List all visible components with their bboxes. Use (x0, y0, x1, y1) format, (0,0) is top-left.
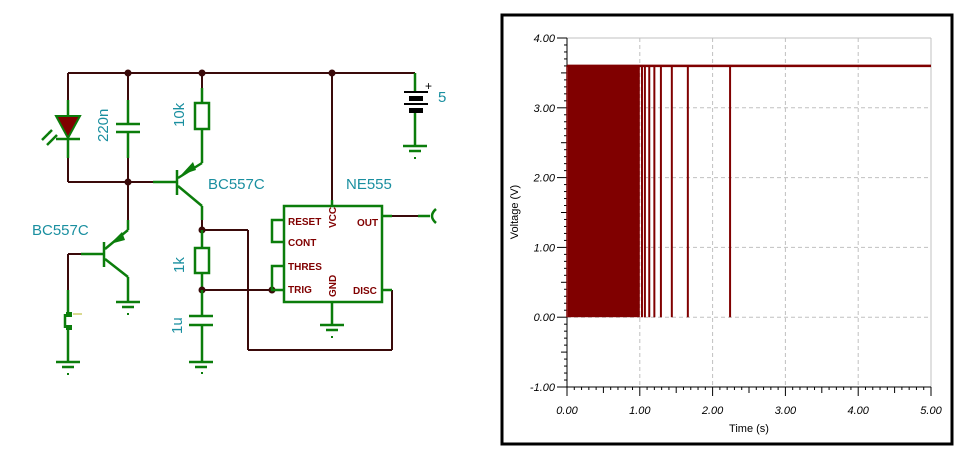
x-tick-label: 3.00 (775, 405, 797, 417)
x-tick-label: 4.00 (847, 405, 869, 417)
y-tick-label: 0.00 (534, 312, 556, 324)
pin-trig: TRIG (288, 285, 312, 296)
x-axis-label: Time (s) (729, 423, 769, 435)
x-tick-label: 5.00 (920, 405, 942, 417)
capacitor-1u-label: 1u (169, 317, 186, 334)
junction-dot (124, 178, 132, 186)
output-connector-icon[interactable] (430, 208, 437, 224)
transistor-upper-bc557c[interactable]: BC557C (153, 158, 265, 220)
junction-dot (198, 69, 206, 77)
waveform-dense-oscillation (567, 65, 640, 318)
resistor-1k[interactable]: 1k (171, 230, 211, 290)
x-tick-label: 2.00 (701, 405, 724, 417)
ne555-label: NE555 (346, 176, 392, 193)
ground-icon (189, 360, 213, 374)
top-rail-wire (67, 69, 415, 200)
junction-dot (124, 69, 132, 77)
push-button-switch[interactable] (63, 290, 82, 362)
capacitor-1u[interactable]: 1u (169, 290, 213, 362)
ground-icon (403, 144, 427, 159)
x-tick-label: 1.00 (629, 405, 651, 417)
y-tick-label: 2.00 (533, 173, 556, 185)
y-tick-label: 4.00 (534, 33, 556, 45)
junction-dot (328, 69, 336, 77)
photodiode[interactable] (41, 100, 82, 158)
ne555-timer-ic[interactable]: NE555 RESET CONT THRES TRIG OUT DISC VCC… (270, 176, 392, 325)
battery-label: 5 (438, 89, 446, 106)
pin-thres: THRES (288, 262, 322, 273)
circuit-schematic: 220n 10k BC557C 1k 1u (32, 69, 446, 375)
y-tick-label: -1.00 (530, 382, 556, 394)
y-axis-label: Voltage (V) (509, 185, 521, 239)
pin-gnd: GND (328, 275, 339, 297)
pin-vcc: VCC (328, 207, 339, 228)
resistor-10k[interactable]: 10k (171, 88, 211, 158)
resistor-1k-label: 1k (171, 257, 188, 273)
pin-reset: RESET (288, 217, 321, 228)
transistor-lower-bc557c[interactable]: BC557C (32, 220, 130, 302)
pin-out: OUT (357, 218, 378, 229)
battery-5v[interactable]: + 5 (404, 73, 446, 146)
transistor-lower-label: BC557C (32, 222, 89, 239)
capacitor-220n-label: 220n (95, 109, 112, 142)
battery-polarity: + (425, 79, 432, 93)
resistor-10k-label: 10k (171, 102, 188, 127)
y-tick-label: 1.00 (534, 242, 556, 254)
pin-disc: DISC (353, 286, 377, 297)
ground-icon (56, 360, 80, 375)
y-tick-label: 3.00 (534, 103, 556, 115)
ground-icon (116, 300, 140, 315)
x-tick-label: 0.00 (556, 405, 578, 417)
ground-icon (320, 323, 344, 338)
pin-cont: CONT (288, 238, 316, 249)
capacitor-220n[interactable]: 220n (95, 100, 140, 158)
transistor-upper-label: BC557C (208, 176, 265, 193)
light-arrows-icon (41, 129, 58, 146)
waveform-series (566, 64, 931, 318)
